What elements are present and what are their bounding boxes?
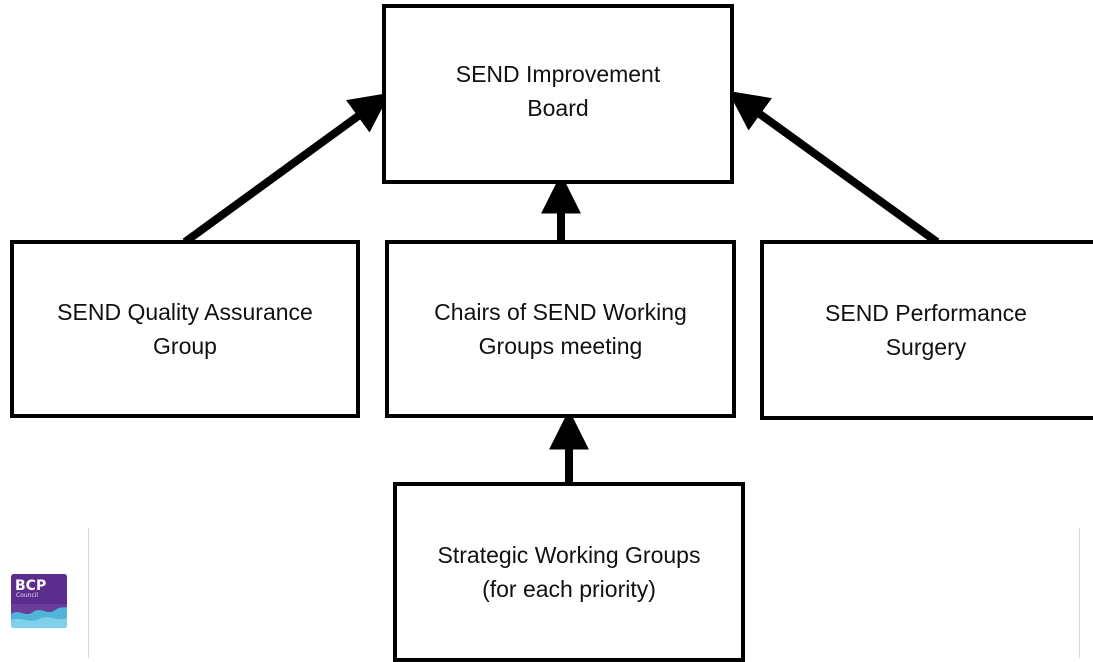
node-label-line: SEND Performance [825,300,1027,326]
page-divider-left [88,528,89,658]
edge-qa-to-board [182,92,391,246]
bcp-council-logo: BCP Council [11,574,67,628]
node-label-line: (for each priority) [482,576,656,602]
node-send-quality-assurance-group: SEND Quality Assurance Group [10,240,360,418]
node-label-line: Group [153,333,217,359]
edge-perf-to-board [727,90,940,246]
node-send-performance-surgery: SEND Performance Surgery [760,240,1093,420]
node-label-line: Strategic Working Groups [437,542,701,568]
node-label-line: Surgery [885,334,967,360]
page-divider-right [1079,528,1080,658]
logo-subtitle: Council [16,592,39,599]
node-send-improvement-board: SEND Improvement Board [382,4,734,184]
logo-title: BCP [15,578,47,594]
node-chairs-of-send-working-groups: Chairs of SEND Working Groups meeting [385,240,736,418]
node-strategic-working-groups: Strategic Working Groups (for each prior… [393,482,745,662]
node-label-line: SEND Improvement [455,61,661,87]
node-label-line: Groups meeting [478,333,643,359]
node-label-line: SEND Quality Assurance [57,299,313,325]
node-label-line: Board [527,95,589,121]
node-label-line: Chairs of SEND Working [434,299,687,325]
